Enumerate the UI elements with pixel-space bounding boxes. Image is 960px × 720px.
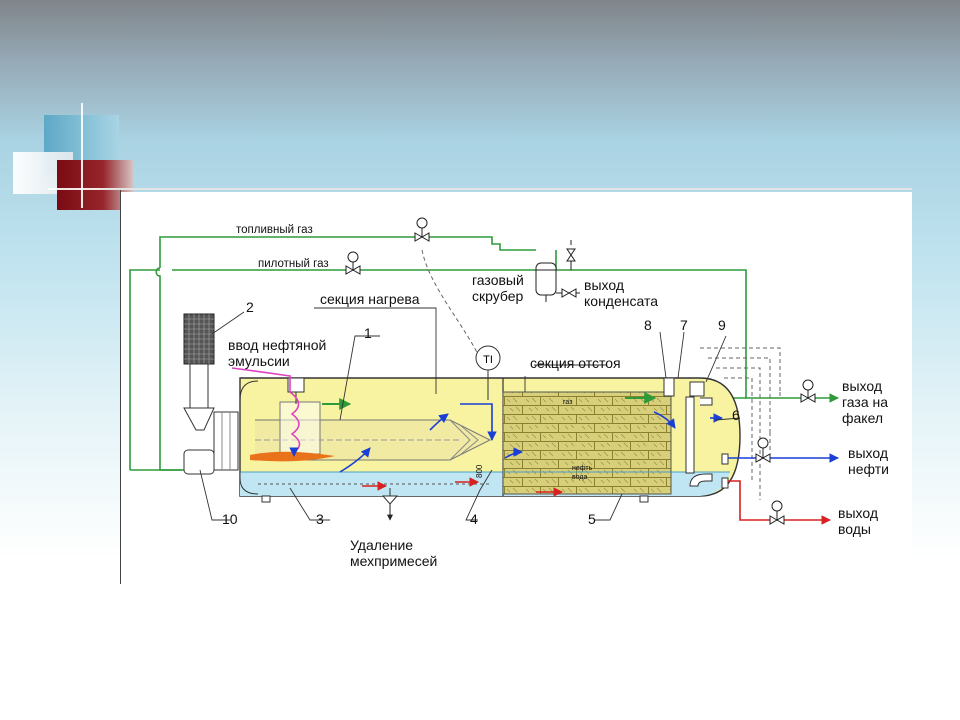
valve-fuel-gas — [414, 217, 430, 242]
valve-water-out — [769, 500, 785, 525]
dehydrator-diagram: TI топливный газ пилотный газ газовый ск… — [120, 192, 912, 584]
label-gas-scrubber-2: скрубер — [472, 288, 524, 304]
valve-oil-out — [755, 437, 771, 463]
callout-6: 6 — [732, 407, 740, 423]
label-gas-out-3: факел — [842, 410, 883, 426]
header-rule — [100, 188, 912, 190]
label-layer-oil: нефть — [572, 465, 593, 472]
label-layer-water: вода — [572, 474, 587, 481]
label-settling-section: секция отстоя — [530, 355, 621, 371]
label-sludge-1: Удаление — [350, 537, 413, 553]
gas-scrubber — [535, 240, 580, 302]
diagram-left-border — [120, 190, 121, 584]
burner-assembly — [183, 313, 239, 475]
callout-numbers: 2 1 10 3 4 5 6 7 8 9 — [222, 299, 740, 527]
label-oil-out-1: выход — [848, 445, 888, 461]
label-fuel-gas: топливный газ — [236, 224, 313, 236]
temperature-indicator: TI — [475, 345, 501, 400]
callout-5: 5 — [588, 511, 596, 527]
callout-1: 1 — [364, 325, 372, 341]
label-layer-gas: газ — [563, 399, 572, 406]
label-condensate-1: выход — [584, 277, 624, 293]
decor-line-horizontal — [48, 188, 138, 190]
label-pilot-gas: пилотный газ — [258, 258, 329, 270]
label-sludge-2: мехпримесей — [350, 553, 437, 569]
callout-9: 9 — [718, 317, 726, 333]
label-dim-800: 800 — [475, 464, 484, 478]
label-gas-scrubber-1: газовый — [472, 272, 524, 288]
callout-4: 4 — [470, 511, 478, 527]
callout-8: 8 — [644, 317, 652, 333]
callout-7: 7 — [680, 317, 688, 333]
leader-lines — [199, 307, 741, 521]
diagram-svg: TI топливный газ пилотный газ газовый ск… — [129, 217, 889, 569]
flow-arrows — [231, 367, 839, 525]
label-emulsion-in-2: эмульсии — [228, 353, 290, 369]
label-oil-out-2: нефти — [848, 461, 889, 477]
label-water-out-1: выход — [838, 505, 878, 521]
callout-10: 10 — [222, 511, 238, 527]
label-water-out-2: воды — [838, 521, 871, 537]
labels: топливный газ пилотный газ газовый скруб… — [228, 224, 889, 569]
label-emulsion-in-1: ввод нефтяной — [228, 337, 326, 353]
label-condensate-2: конденсата — [584, 293, 658, 309]
label-gas-out-1: выход — [842, 378, 882, 394]
svg-text:TI: TI — [483, 354, 493, 366]
label-gas-out-2: газа на — [842, 394, 888, 410]
valve-gas-out — [800, 379, 816, 403]
label-heating-section: секция нагрева — [320, 291, 420, 307]
valve-pilot-gas — [345, 251, 361, 275]
callout-2: 2 — [246, 299, 254, 315]
callout-3: 3 — [316, 511, 324, 527]
vessel — [239, 377, 741, 521]
decor-line-vertical — [81, 103, 83, 208]
